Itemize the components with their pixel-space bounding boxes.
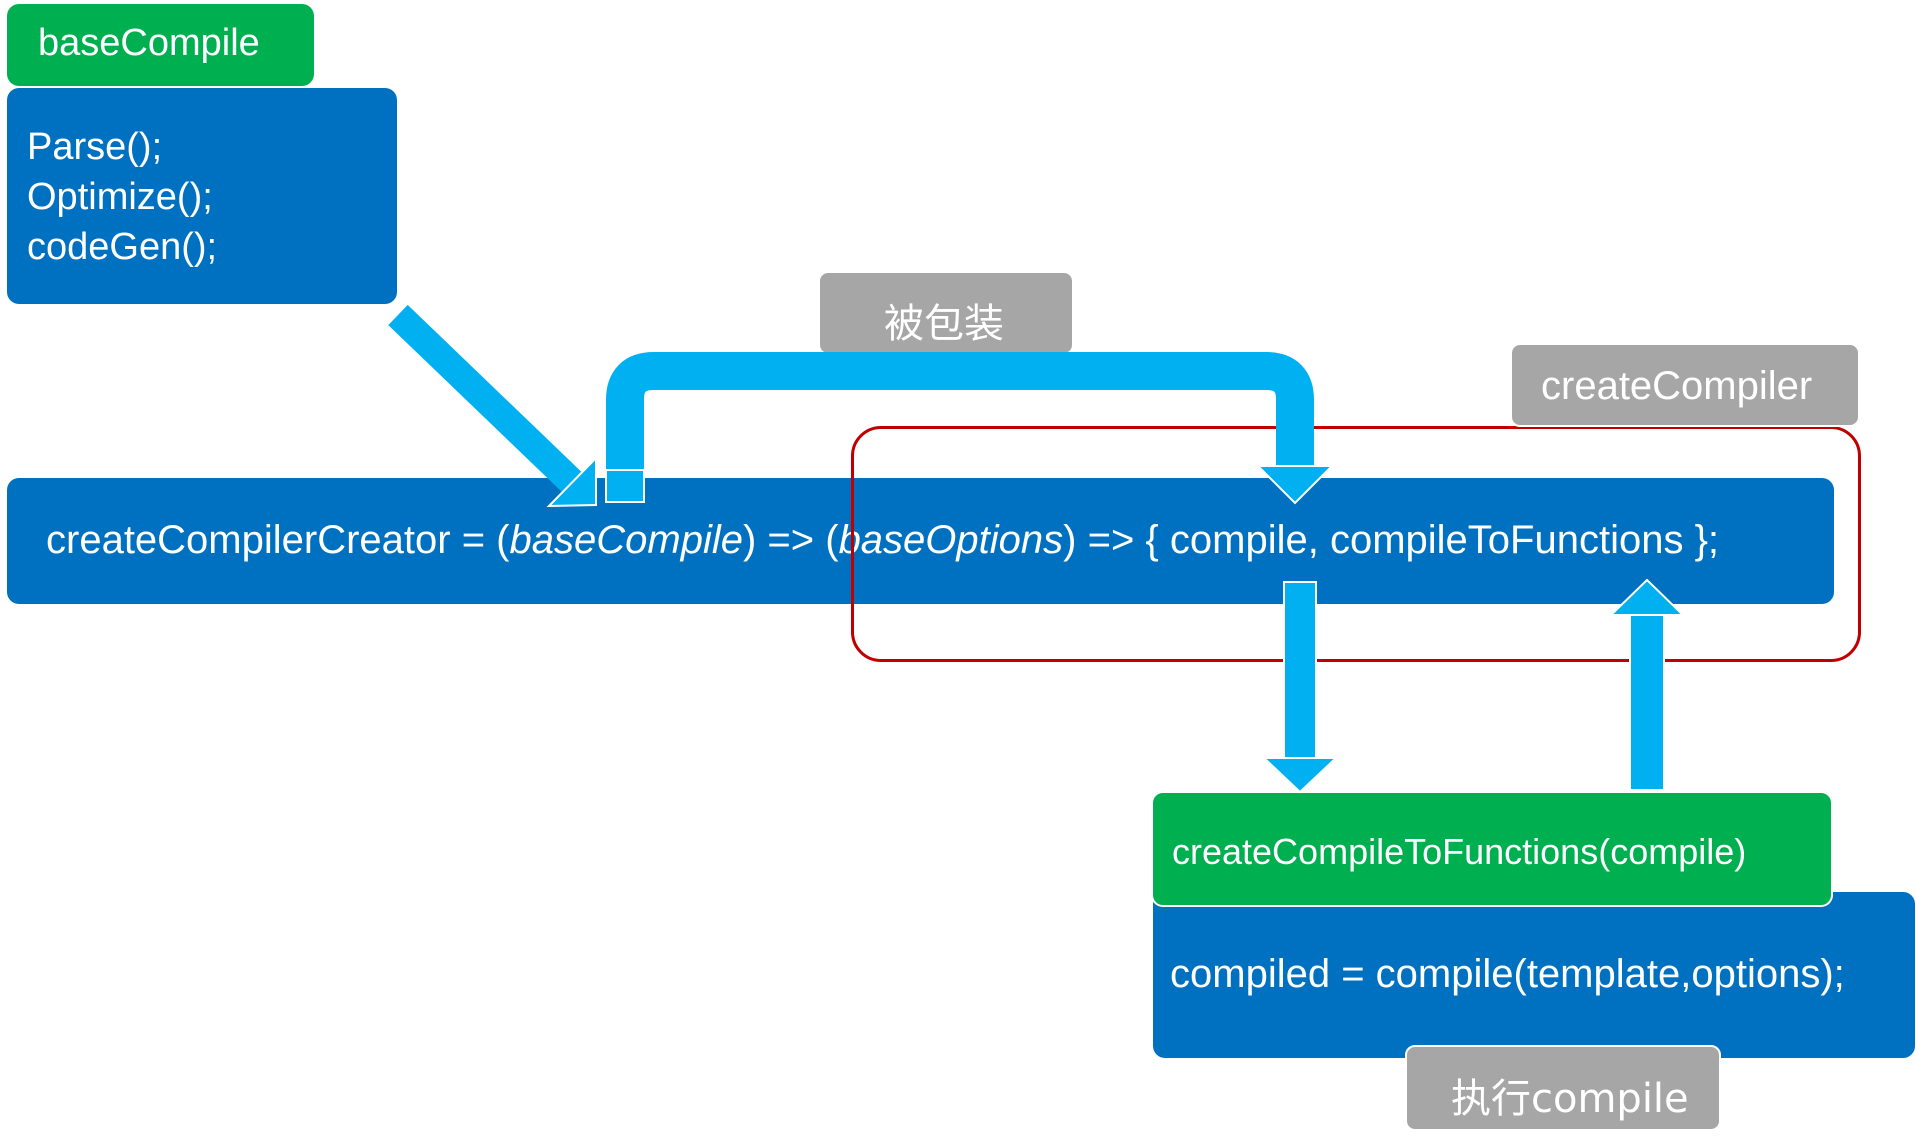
create-compiler-frame (851, 426, 1861, 662)
code-middle: ) => ( (742, 518, 839, 562)
base-compile-body: Parse(); Optimize(); codeGen(); (7, 88, 397, 304)
wrapped-label-text: 被包装 (884, 301, 1004, 347)
code-suffix: ) => { compile, compileToFunctions }; (1063, 518, 1720, 562)
code-param-base-options: baseOptions (838, 518, 1064, 562)
down-arrow-head (1261, 757, 1339, 794)
base-compile-title: baseCompile (38, 22, 260, 64)
create-compile-to-functions-title-overlay: createCompileToFunctions(compile) (1172, 831, 1747, 872)
create-compile-to-functions-header-overlay: createCompileToFunctions(compile) (1151, 791, 1833, 907)
compiled-code-line: compiled = compile(template,options); (1170, 952, 1845, 996)
create-compiler-label-text: createCompiler (1541, 364, 1813, 408)
create-compiler-creator-code: createCompilerCreator = (baseCompile) =>… (46, 518, 1719, 563)
create-compiler-label: createCompiler (1510, 343, 1860, 427)
code-line-parse: Parse(); (27, 126, 163, 168)
code-prefix: createCompilerCreator = ( (46, 518, 510, 562)
wrapped-label: 被包装 (818, 271, 1074, 355)
base-compile-header: baseCompile (7, 4, 314, 86)
diagonal-arrow-shaft (388, 304, 588, 499)
code-param-base-compile: baseCompile (509, 518, 743, 562)
code-line-codegen: codeGen(); (27, 226, 218, 268)
execute-compile-label-text: 执行compile (1451, 1076, 1689, 1122)
base-compile-code: Parse(); Optimize(); codeGen(); (27, 122, 217, 272)
create-compile-to-functions-body: compiled = compile(template,options); (1153, 892, 1915, 1058)
code-line-optimize: Optimize(); (27, 176, 213, 218)
execute-compile-label: 执行compile (1405, 1045, 1721, 1131)
